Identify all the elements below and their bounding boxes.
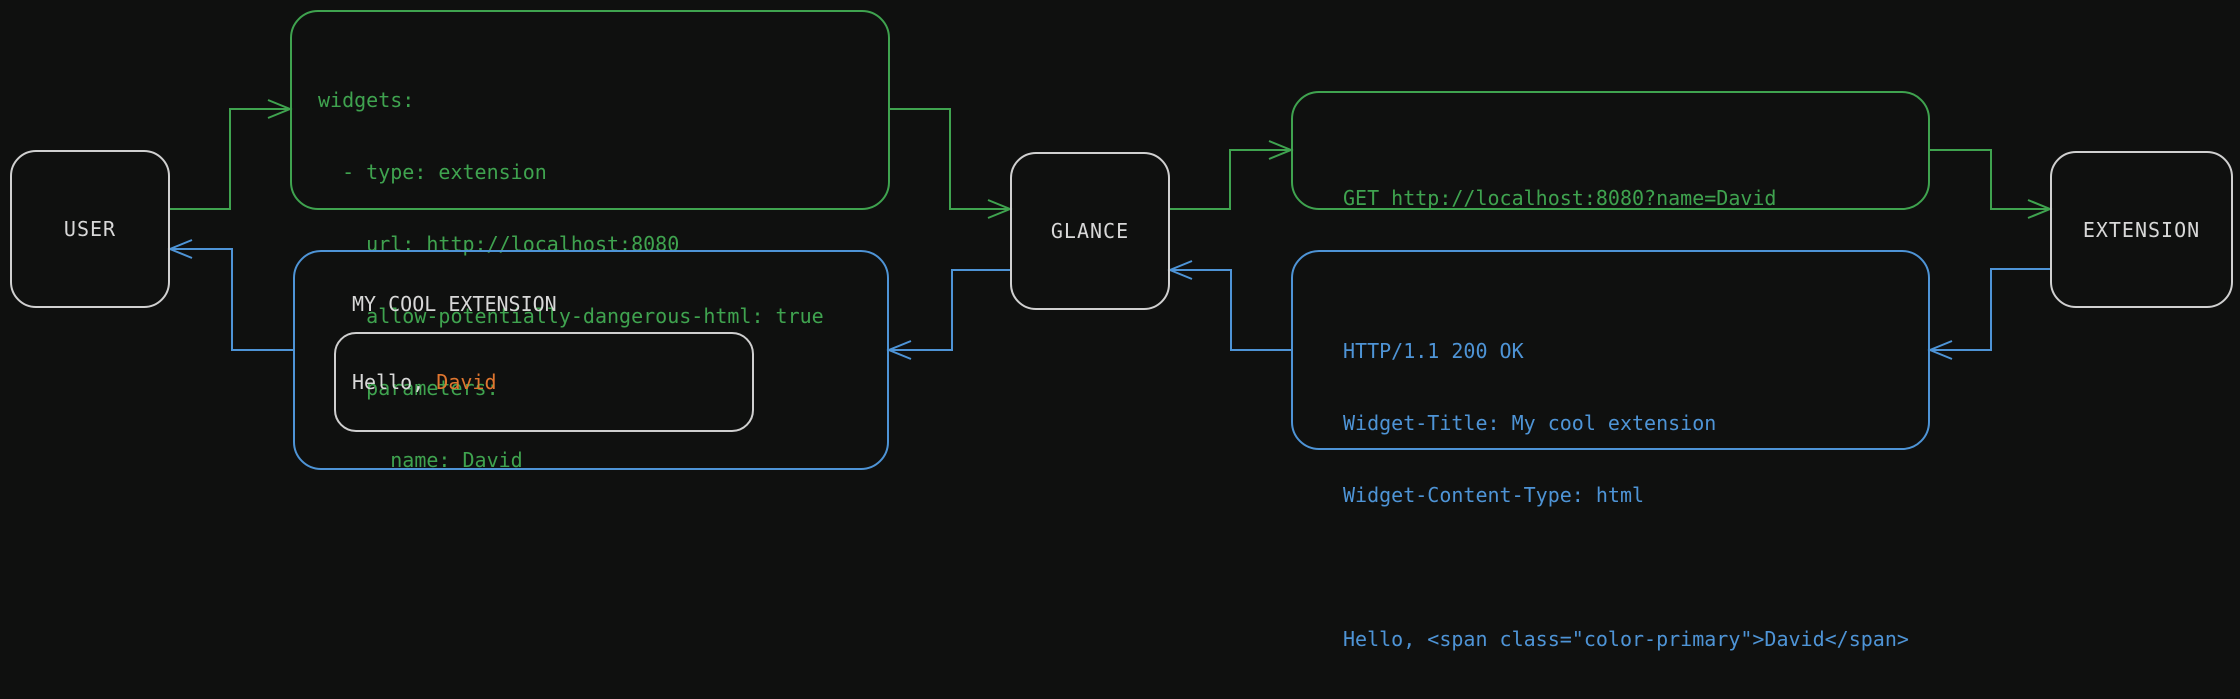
hello-name-highlight: David [436, 370, 497, 394]
config-line: allow-potentially-dangerous-html: true [318, 304, 824, 328]
widget-rendered-output-box: Hello, David [334, 332, 754, 432]
http-response-box [1291, 250, 1930, 450]
widget-preview-box: MY COOL EXTENSION Hello, David [293, 250, 889, 470]
response-line: Widget-Title: My cool extension [1343, 411, 1717, 435]
arrow-response-to-glance [1167, 260, 1291, 351]
config-yaml-box [290, 10, 890, 210]
diagram-canvas: USER GLANCE EXTENSION widgets: - type: e… [10, 10, 2233, 651]
arrow-request-to-extension [1930, 149, 2053, 219]
user-node-label: USER [63, 217, 117, 241]
widget-title: MY COOL EXTENSION [352, 292, 557, 316]
glance-node-label: GLANCE [1050, 219, 1130, 243]
arrow-glance-to-request [1170, 140, 1294, 210]
http-response-code: HTTP/1.1 200 OK Widget-Title: My cool ex… [1343, 291, 1909, 699]
request-line: GET http://localhost:8080?name=David [1343, 186, 1777, 210]
extension-node: EXTENSION [2050, 151, 2233, 308]
user-node: USER [10, 150, 170, 308]
glance-node: GLANCE [1010, 152, 1170, 310]
config-line: widgets: [318, 88, 415, 112]
arrow-glance-to-widget [886, 269, 1010, 360]
response-line: Hello, <span class="color-primary">David… [1343, 627, 1909, 651]
response-line: Widget-Content-Type: html [1343, 483, 1645, 507]
arrow-config-to-glance [890, 108, 1013, 219]
response-line: HTTP/1.1 200 OK [1343, 339, 1524, 363]
arrow-user-to-config [170, 99, 293, 210]
config-line: - type: extension [318, 160, 547, 184]
response-line [1343, 555, 1909, 579]
arrow-widget-to-user [167, 239, 293, 351]
hello-text: Hello, [352, 370, 437, 394]
arrow-extension-to-response [1927, 268, 2050, 360]
config-line: url: http://localhost:8080 [318, 232, 680, 256]
http-request-box [1291, 91, 1930, 210]
flow-arrows [167, 99, 2053, 360]
extension-node-label: EXTENSION [2082, 217, 2201, 242]
http-request-line: GET http://localhost:8080?name=David [1343, 138, 1776, 258]
config-line: parameters: [318, 376, 499, 400]
